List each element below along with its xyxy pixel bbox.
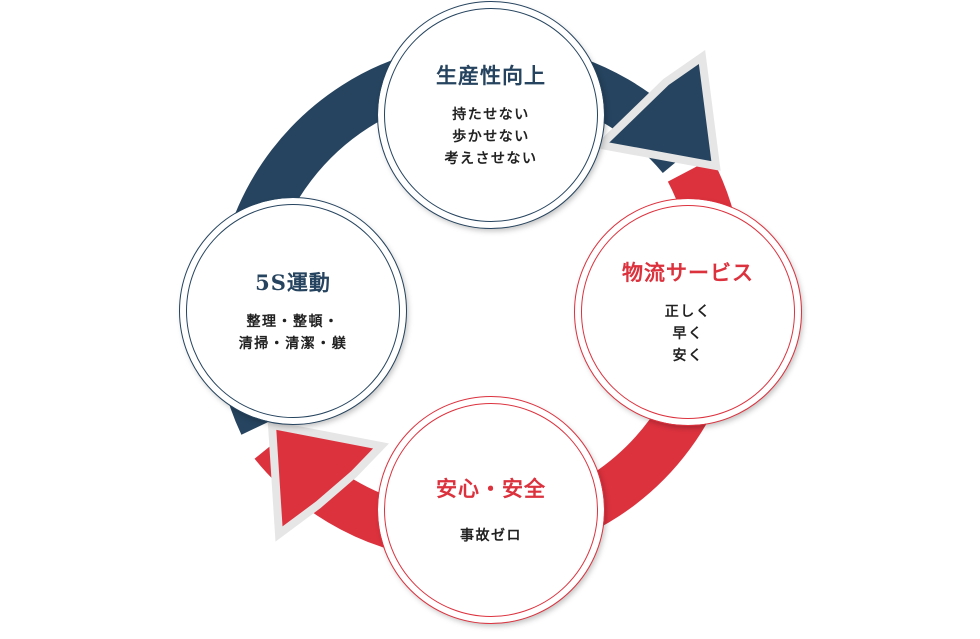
node-line: 持たせない	[452, 107, 530, 123]
node-line: 歩かせない	[452, 129, 530, 145]
node-safety: 安心・安全 事故ゼロ	[377, 396, 605, 624]
node-line: 正しく	[664, 304, 712, 320]
node-line: 早く	[672, 326, 704, 342]
node-line: 安く	[672, 348, 704, 364]
red-arrowhead	[267, 420, 389, 542]
node-logistics: 物流サービス 正しく 早く 安く	[574, 198, 802, 426]
node-title: 5S運動	[255, 270, 331, 295]
node-5s: 5S運動 整理・整頓・ 清掃・清潔・躾	[179, 197, 407, 425]
node-line: 考えさせない	[444, 151, 538, 167]
navy-arrowhead	[592, 49, 721, 171]
node-title: 生産性向上	[436, 63, 546, 88]
node-line: 整理・整頓・	[246, 314, 340, 330]
node-title: 物流サービス	[622, 260, 754, 285]
node-line: 清掃・清潔・躾	[238, 336, 348, 352]
node-productivity: 生産性向上 持たせない 歩かせない 考えさせない	[377, 1, 605, 229]
node-line: 事故ゼロ	[460, 528, 522, 544]
node-title: 安心・安全	[436, 476, 546, 501]
